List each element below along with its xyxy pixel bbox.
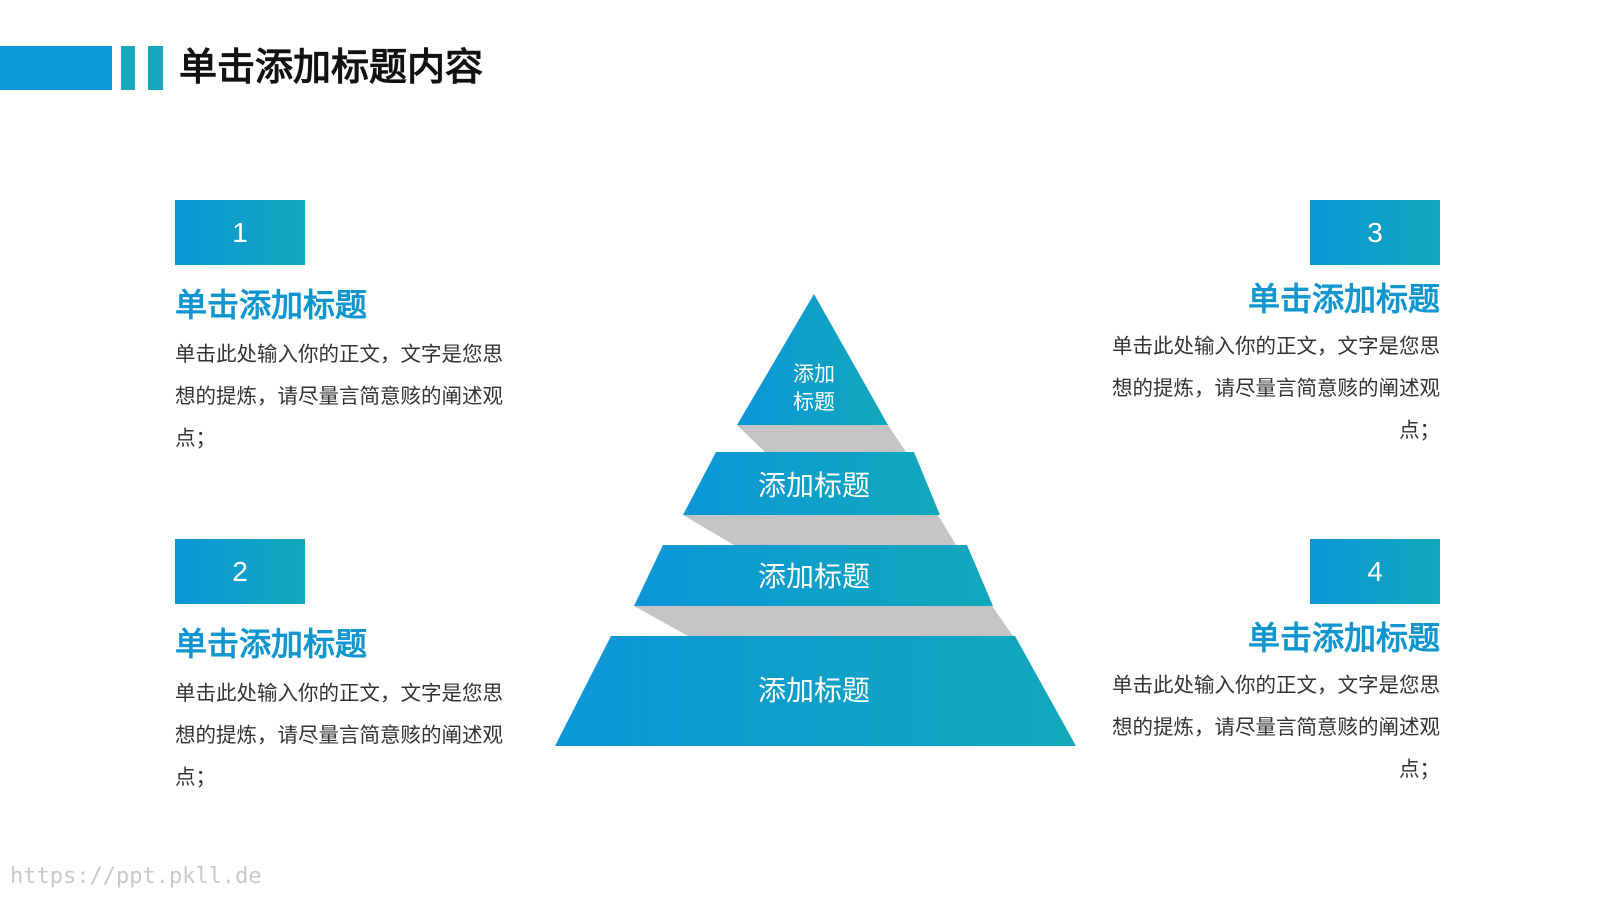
number-badge: 2 bbox=[175, 539, 305, 604]
pyramid-level-3 bbox=[634, 545, 993, 606]
number-badge: 3 bbox=[1310, 200, 1440, 265]
info-block-3: 3 单击添加标题 单击此处输入你的正文，文字是您思想的提炼，请尽量言简意赅的阐述… bbox=[1110, 200, 1440, 451]
info-block-1: 1 单击添加标题 单击此处输入你的正文，文字是您思想的提炼，请尽量言简意赅的阐述… bbox=[175, 200, 505, 459]
block-title: 单击添加标题 bbox=[175, 286, 368, 324]
number-badge: 4 bbox=[1310, 539, 1440, 604]
pyramid-label-1b: 标题 bbox=[793, 390, 835, 414]
block-title: 单击添加标题 bbox=[1247, 280, 1440, 318]
block-body: 单击此处输入你的正文，文字是您思想的提炼，请尽量言简意赅的阐述观点； bbox=[1112, 673, 1440, 781]
watermark-url: https://ppt.pkll.de bbox=[10, 864, 262, 889]
header-accent-stripe bbox=[148, 46, 163, 90]
block-body: 单击此处输入你的正文，文字是您思想的提炼，请尽量言简意赅的阐述观点； bbox=[175, 681, 503, 789]
number-badge: 1 bbox=[175, 200, 305, 265]
block-title: 单击添加标题 bbox=[175, 625, 368, 663]
pyramid-label-3: 添加标题 bbox=[758, 560, 870, 593]
header-accent-bar bbox=[0, 46, 112, 90]
pyramid-label-1a: 添加 bbox=[793, 362, 835, 386]
pyramid-level-1 bbox=[737, 294, 888, 425]
pyramid-level-4 bbox=[555, 636, 1076, 746]
pyramid-label-2: 添加标题 bbox=[758, 469, 870, 502]
pyramid-connector bbox=[737, 425, 906, 452]
pyramid-connector bbox=[683, 515, 956, 545]
header-accent-stripe bbox=[121, 46, 135, 90]
block-title: 单击添加标题 bbox=[1247, 619, 1440, 657]
pyramid-connector bbox=[634, 606, 1013, 636]
page-title: 单击添加标题内容 bbox=[179, 45, 484, 89]
pyramid-level-2 bbox=[683, 452, 940, 515]
block-body: 单击此处输入你的正文，文字是您思想的提炼，请尽量言简意赅的阐述观点； bbox=[175, 342, 503, 450]
block-body: 单击此处输入你的正文，文字是您思想的提炼，请尽量言简意赅的阐述观点； bbox=[1112, 334, 1440, 442]
info-block-4: 4 单击添加标题 单击此处输入你的正文，文字是您思想的提炼，请尽量言简意赅的阐述… bbox=[1110, 539, 1440, 790]
pyramid-label-4: 添加标题 bbox=[758, 674, 870, 707]
info-block-2: 2 单击添加标题 单击此处输入你的正文，文字是您思想的提炼，请尽量言简意赅的阐述… bbox=[175, 539, 505, 798]
